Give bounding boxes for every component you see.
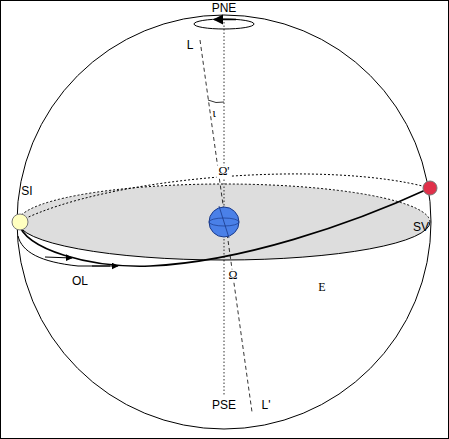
label: OL	[72, 275, 88, 288]
orbit-direction-arrow	[45, 257, 72, 258]
label: L	[187, 39, 194, 52]
planet-axis	[219, 206, 229, 238]
label: Ω	[227, 269, 240, 282]
orbit-direction-arrow	[92, 266, 118, 267]
label: ι	[212, 107, 215, 120]
winter-sun	[12, 214, 28, 230]
label: E	[318, 281, 325, 294]
precession-arrow	[214, 19, 236, 21]
inclination-arc	[208, 100, 224, 103]
ecliptic-plane	[18, 184, 430, 260]
summer-sun	[423, 181, 437, 195]
label: SV	[413, 221, 429, 234]
label: SI	[21, 185, 32, 198]
orbit-path-line	[18, 236, 110, 266]
label: PNE	[212, 2, 237, 15]
sphere-outline	[17, 15, 431, 429]
label: Ω'	[216, 165, 231, 178]
planet	[209, 207, 239, 237]
label: L'	[262, 399, 271, 412]
orbit-front	[18, 188, 430, 266]
orbit-axis	[200, 40, 252, 412]
precession-circle	[194, 19, 254, 29]
label: PSE	[210, 399, 238, 412]
